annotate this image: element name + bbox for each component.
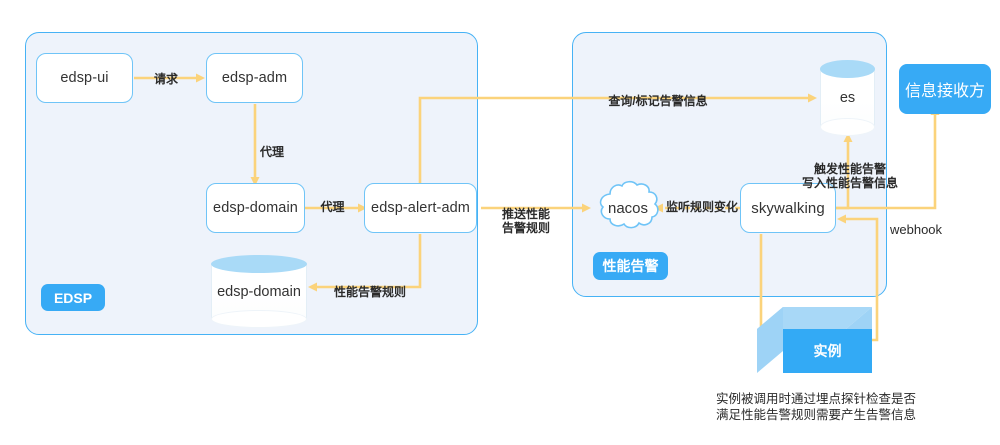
- node-message-receiver[interactable]: 信息接收方: [899, 64, 991, 114]
- node-edsp-domain-database[interactable]: edsp-domain: [211, 255, 307, 328]
- cylinder-bottom-ellipse: [820, 118, 875, 136]
- node-edsp-ui[interactable]: edsp-ui: [36, 53, 133, 103]
- edge-label-text: 代理: [320, 200, 345, 214]
- node-nacos-label: nacos: [607, 199, 649, 217]
- node-edsp-alert-adm-label: edsp-alert-adm: [371, 200, 470, 216]
- edge-label-domain-to-alertadm: 代理: [305, 186, 360, 214]
- node-instance-label: 实例: [813, 343, 842, 359]
- edge-label-webhook: webhook: [890, 209, 960, 237]
- edge-label-text: webhook: [890, 222, 943, 237]
- edge-label-text: 触发性能告警 写入性能告警信息: [801, 162, 898, 190]
- node-edsp-alert-adm[interactable]: edsp-alert-adm: [364, 183, 477, 233]
- node-edsp-domain-database-label: edsp-domain: [217, 283, 301, 300]
- node-edsp-adm-label: edsp-adm: [221, 70, 288, 86]
- group-badge-performance-alert-label: 性能告警: [602, 258, 659, 274]
- node-edsp-ui-label: edsp-ui: [60, 70, 109, 86]
- edge-label-text: 请求: [153, 72, 178, 86]
- node-edsp-domain-service[interactable]: edsp-domain: [206, 183, 305, 233]
- edge-label-skywalking-to-es: 触发性能告警 写入性能告警信息: [790, 148, 910, 190]
- edge-label-adm-to-domain: 代理: [260, 131, 300, 159]
- cube-icon: [757, 307, 872, 373]
- edge-label-text: 代理: [260, 145, 285, 159]
- edge-label-alertadm-to-es: 查询/标记告警信息: [600, 80, 716, 108]
- edge-label-alertadm-to-nacos: 推送性能 告警规则: [488, 193, 564, 235]
- edge-label-alertadm-to-db: 性能告警规则: [322, 271, 418, 299]
- node-skywalking[interactable]: skywalking: [740, 183, 836, 233]
- edge-label-text: 推送性能 告警规则: [501, 207, 550, 235]
- group-badge-edsp: EDSP: [41, 284, 105, 311]
- instance-caption: 实例被调用时通过埋点探针检查是否 满足性能告警规则需要产生告警信息: [716, 375, 996, 423]
- node-nacos[interactable]: nacos: [588, 178, 668, 238]
- edge-label-text: 性能告警规则: [333, 285, 406, 299]
- node-instance[interactable]: 实例: [757, 307, 872, 373]
- node-message-receiver-label: 信息接收方: [904, 83, 985, 100]
- cylinder-top-ellipse: [211, 255, 307, 273]
- group-badge-performance-alert: 性能告警: [593, 252, 668, 280]
- edge-label-text: 监听规则变化: [665, 200, 738, 214]
- node-es-label: es: [839, 90, 856, 106]
- edge-label-skywalking-to-nacos: 监听规则变化: [661, 186, 743, 214]
- node-es[interactable]: es: [820, 60, 875, 136]
- edge-label-text: 查询/标记告警信息: [608, 94, 708, 108]
- cylinder-top-ellipse: [820, 60, 875, 78]
- edge-label-ui-to-adm: 请求: [131, 58, 201, 86]
- node-edsp-adm[interactable]: edsp-adm: [206, 53, 303, 103]
- node-edsp-domain-service-label: edsp-domain: [213, 200, 298, 216]
- cloud-icon: [599, 180, 659, 229]
- instance-caption-text: 实例被调用时通过埋点探针检查是否 满足性能告警规则需要产生告警信息: [716, 392, 917, 422]
- group-badge-edsp-label: EDSP: [53, 289, 93, 306]
- cylinder-bottom-ellipse: [211, 310, 307, 328]
- node-skywalking-label: skywalking: [751, 199, 825, 217]
